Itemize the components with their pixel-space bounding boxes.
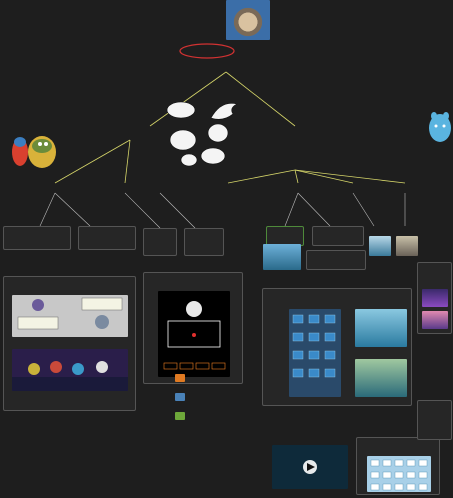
card-mid-top-b xyxy=(184,228,224,256)
legend-swatch-rpg xyxy=(175,374,185,382)
left-mascot xyxy=(4,126,64,174)
right-mascot xyxy=(427,108,453,144)
header-portrait xyxy=(226,0,270,40)
card-mid-top-a xyxy=(143,228,177,256)
water-screenshot xyxy=(263,244,301,270)
characters-screenshot xyxy=(422,311,448,329)
card-mid-detail xyxy=(143,272,243,384)
legend-swatch-fishing xyxy=(175,412,185,420)
rocks-screenshot xyxy=(396,236,418,256)
card-left-detail xyxy=(3,276,136,411)
undertale-screenshot xyxy=(158,291,230,377)
card-right-top-a xyxy=(266,226,304,246)
card-right-note-a xyxy=(306,250,366,270)
fish-doodle-icon xyxy=(166,101,238,167)
maze-screenshot xyxy=(367,456,431,492)
party-screenshot xyxy=(12,349,128,391)
card-far-left-b xyxy=(78,226,136,250)
card-right-bottom xyxy=(356,437,440,495)
battle-screenshot xyxy=(12,295,128,337)
card-right-mid xyxy=(262,288,412,406)
title-ring xyxy=(179,43,235,59)
video-player[interactable] xyxy=(272,445,348,489)
lake-screenshot xyxy=(369,236,391,256)
card-right-top-b xyxy=(312,226,364,246)
bridge-screenshot xyxy=(289,309,341,397)
shore-screenshot xyxy=(355,359,407,397)
ocean-screenshot xyxy=(355,309,407,347)
card-far-right-bottom xyxy=(417,400,452,440)
card-far-left-a xyxy=(3,226,71,250)
legend-swatch-dating xyxy=(175,393,185,401)
card-far-right xyxy=(417,262,452,334)
golf-screenshot xyxy=(422,289,448,307)
